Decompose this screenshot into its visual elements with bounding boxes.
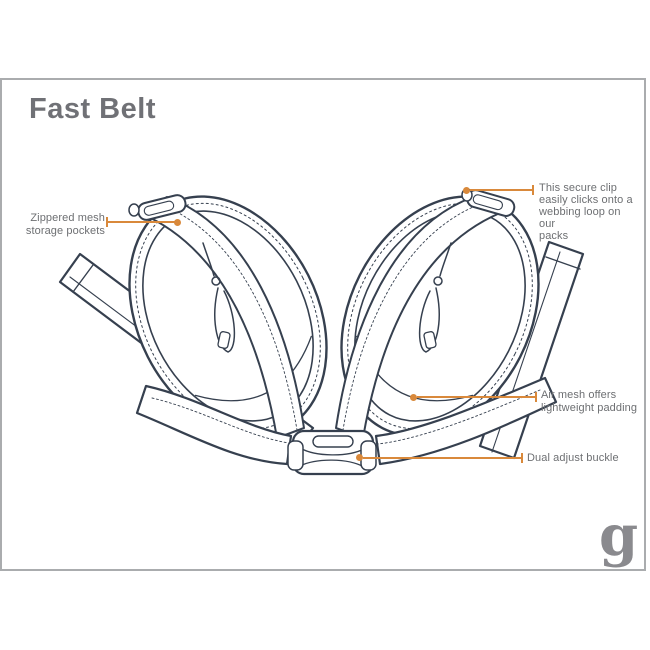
belt-webbing bbox=[135, 376, 558, 466]
left-zipper-pull bbox=[202, 242, 236, 353]
leader-line-zippered bbox=[107, 221, 177, 223]
leader-tick-dual-buckle bbox=[521, 453, 523, 463]
leader-tick-zippered bbox=[106, 217, 108, 227]
leader-line-dual-buckle bbox=[363, 457, 522, 459]
right-zipper-pull bbox=[418, 242, 452, 353]
left-clip bbox=[128, 194, 187, 221]
buckle-drawing bbox=[287, 429, 377, 476]
leader-dot-zippered bbox=[174, 219, 181, 226]
callout-zippered-mesh: Zippered mesh storage pockets bbox=[25, 212, 105, 237]
callout-secure-clip: This secure clip easily clicks onto a we… bbox=[539, 182, 633, 242]
left-webbing-band bbox=[139, 196, 305, 439]
leader-line-air-mesh bbox=[417, 396, 536, 398]
leader-tick-secure-clip bbox=[532, 185, 534, 195]
page-title: Fast Belt bbox=[29, 93, 156, 125]
callout-air-mesh: Air mesh offers lightweight padding bbox=[541, 389, 638, 414]
brand-logo-g: g bbox=[599, 503, 639, 569]
leader-line-secure-clip bbox=[470, 189, 533, 191]
leader-dot-dual-buckle bbox=[356, 454, 363, 461]
leader-dot-air-mesh bbox=[410, 394, 417, 401]
callout-dual-buckle: Dual adjust buckle bbox=[527, 452, 619, 464]
leader-dot-secure-clip bbox=[463, 187, 470, 194]
leader-tick-air-mesh bbox=[535, 392, 537, 402]
